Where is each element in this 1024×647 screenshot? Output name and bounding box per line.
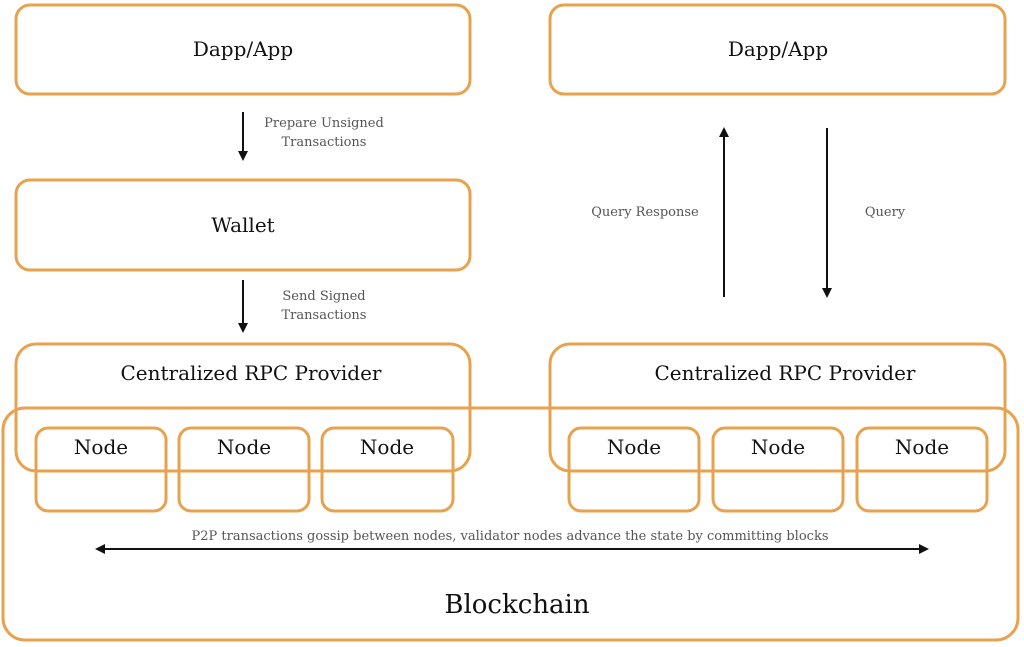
node-box-4 — [567, 426, 701, 513]
right-rpc-label: Centralized RPC Provider — [655, 361, 916, 385]
right-rpc-box — [548, 342, 1007, 473]
node-box-2 — [177, 426, 311, 513]
prepare-label-line1: Prepare Unsigned — [264, 116, 384, 131]
node-label-5: Node — [751, 435, 805, 459]
left-dapp-label: Dapp/App — [193, 37, 293, 61]
node-label-6: Node — [895, 435, 949, 459]
wallet-box — [14, 178, 472, 272]
blockchain-container — [1, 406, 1020, 642]
left-dapp-box — [14, 3, 472, 96]
node-box-3 — [320, 426, 455, 513]
node-label-1: Node — [74, 435, 128, 459]
node-label-4: Node — [607, 435, 661, 459]
wallet-label: Wallet — [211, 213, 274, 237]
right-dapp-label: Dapp/App — [728, 37, 828, 61]
node-box-5 — [711, 426, 845, 513]
blockchain-title: Blockchain — [444, 590, 590, 620]
left-rpc-label: Centralized RPC Provider — [121, 361, 382, 385]
left-rpc-box — [14, 342, 472, 473]
send-label-line1: Send Signed — [282, 289, 365, 304]
node-box-1 — [34, 426, 168, 513]
right-dapp-box — [548, 3, 1007, 96]
query-label: Query — [865, 205, 906, 220]
node-label-2: Node — [217, 435, 271, 459]
node-label-3: Node — [360, 435, 414, 459]
send-label-line2: Transactions — [282, 308, 367, 323]
gossip-label: P2P transactions gossip between nodes, v… — [191, 529, 828, 544]
prepare-label-line2: Transactions — [282, 135, 367, 150]
node-box-6 — [855, 426, 989, 513]
query-response-label: Query Response — [591, 205, 699, 220]
